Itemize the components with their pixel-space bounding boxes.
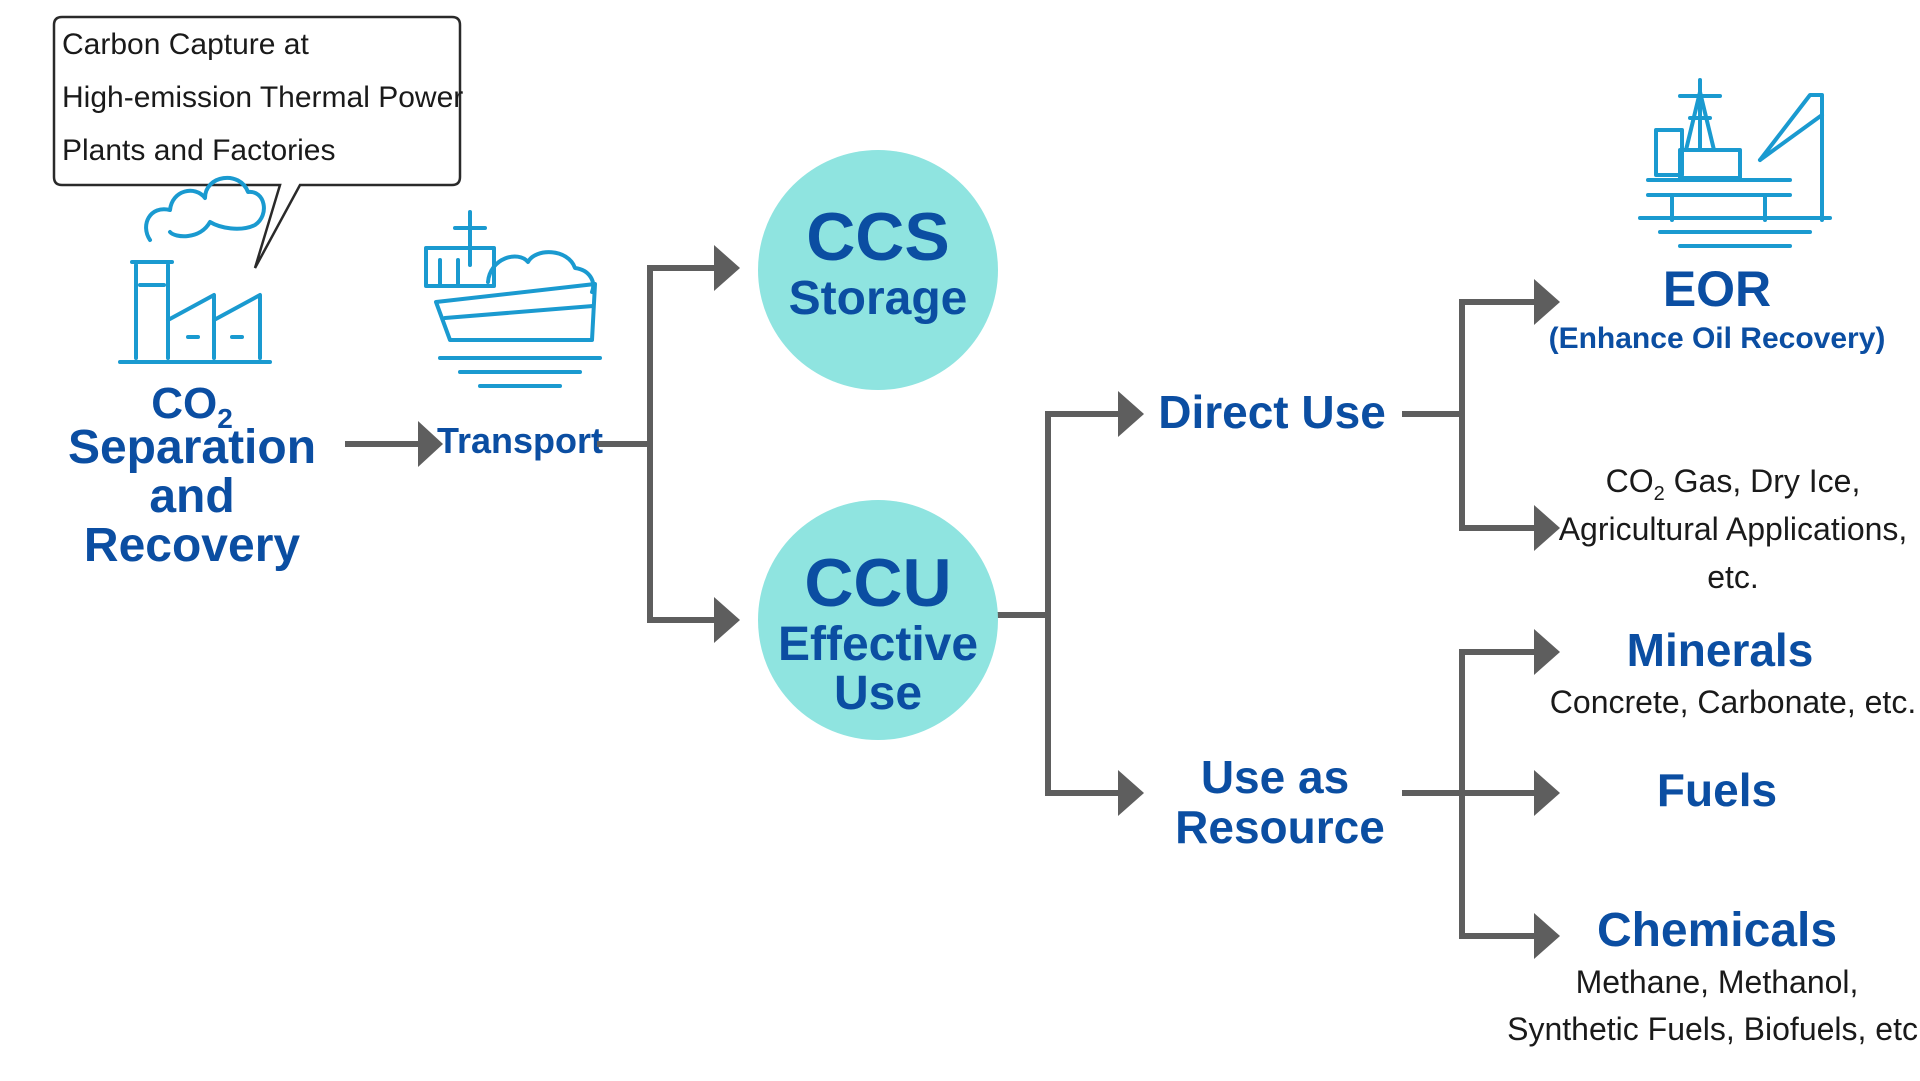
callout-bubble: Carbon Capture at High-emission Thermal … [52, 15, 463, 269]
oil-rig-icon [1638, 78, 1832, 248]
chemicals-desc-2: Synthetic Fuels, Biofuels, etc. [1507, 1011, 1920, 1047]
ccu-line-3: Use [834, 667, 922, 720]
ccu-circle [758, 500, 998, 740]
separation-line-3: and [149, 470, 234, 523]
chemicals-title: Chemicals [1597, 904, 1837, 957]
svg-text:CO2 Gas, Dry Ice,: CO2 Gas, Dry Ice, [1606, 463, 1861, 505]
svg-text:CO2: CO2 [151, 379, 233, 434]
minerals-desc: Concrete, Carbonate, etc. [1550, 684, 1916, 720]
use-as-resource-line-1: Use as [1201, 751, 1349, 803]
eor-title: EOR [1663, 261, 1771, 317]
separation-line-2: Separation [68, 421, 316, 474]
use-as-resource-line-2: Resource [1175, 801, 1385, 853]
direct-use-label: Direct Use [1158, 386, 1386, 438]
separation-label: CO2 Separation and Recovery [68, 379, 316, 572]
callout-line-2: High-emission Thermal Power [62, 81, 463, 114]
minerals-title: Minerals [1627, 624, 1814, 676]
separation-sub: 2 [217, 403, 233, 434]
callout-line-3: Plants and Factories [62, 134, 335, 167]
use-as-resource-label: Use as Resource [1175, 751, 1385, 853]
ship-icon [424, 210, 602, 388]
flow-arrows [345, 245, 1560, 959]
separation-line-4: Recovery [84, 519, 300, 572]
co2-gas-line-1: Gas, Dry Ice, [1665, 463, 1861, 499]
transport-label: Transport [437, 420, 603, 461]
co2-gas-co: CO [1606, 463, 1654, 499]
ccu-line-2: Effective [778, 618, 978, 671]
separation-co: CO [151, 379, 217, 428]
chemicals-desc-1: Methane, Methanol, [1576, 964, 1859, 1000]
callout-line-1: Carbon Capture at [62, 28, 309, 61]
ccs-node: CCS Storage [758, 150, 998, 390]
co2-gas-line-2: Agricultural Applications, [1559, 511, 1908, 547]
ccs-title: CCS [806, 199, 950, 275]
co2-gas-text: CO2 Gas, Dry Ice, Agricultural Applicati… [1559, 463, 1908, 595]
factory-icon [118, 175, 272, 364]
co2-gas-line-3: etc. [1707, 559, 1759, 595]
ccu-node: CCU Effective Use [758, 500, 998, 740]
ccs-subtitle: Storage [789, 272, 968, 325]
ccs-circle [758, 150, 998, 390]
co2-gas-sub: 2 [1654, 483, 1665, 505]
eor-subtitle: (Enhance Oil Recovery) [1549, 322, 1886, 355]
fuels-title: Fuels [1657, 764, 1777, 816]
ccu-title: CCU [804, 545, 951, 621]
